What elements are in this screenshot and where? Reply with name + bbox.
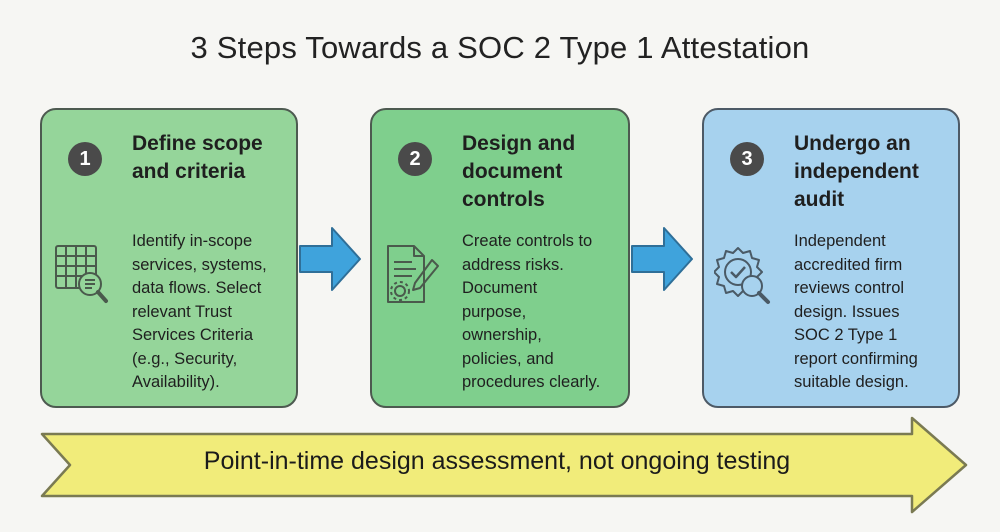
step-number-badge: 2 — [398, 142, 432, 176]
step-card-3: 3 Undergo an independent audit Independe… — [702, 108, 960, 408]
step-description: Create controls to address risks. Docume… — [462, 232, 601, 391]
summary-banner: Point-in-time design assessment, not ong… — [22, 414, 972, 516]
step-heading: Undergo an independent audit — [794, 132, 919, 211]
badge-magnifier-icon — [713, 240, 774, 310]
page-title: 3 Steps Towards a SOC 2 Type 1 Attestati… — [190, 30, 810, 65]
step-heading: Define scope and criteria — [132, 132, 263, 183]
step-description: Identify in-scope services, systems, dat… — [132, 232, 267, 391]
step-description: Independent accredited firm reviews cont… — [794, 232, 918, 391]
grid-magnifier-icon — [52, 240, 112, 310]
arrow-right-icon — [630, 224, 696, 294]
step-card-1: 1 Define scope and criteria Identify in-… — [40, 108, 298, 408]
banner-text: Point-in-time design assessment, not ong… — [203, 447, 791, 475]
step-number-badge: 3 — [730, 142, 764, 176]
banner-arrow-shape — [40, 416, 968, 514]
arrow-right-icon — [298, 224, 364, 294]
document-pen-gear-icon — [382, 240, 442, 310]
step-heading: Design and document controls — [462, 132, 576, 211]
step-number-badge: 1 — [68, 142, 102, 176]
step-card-2: 2 Design and document controls Create co… — [370, 108, 630, 408]
